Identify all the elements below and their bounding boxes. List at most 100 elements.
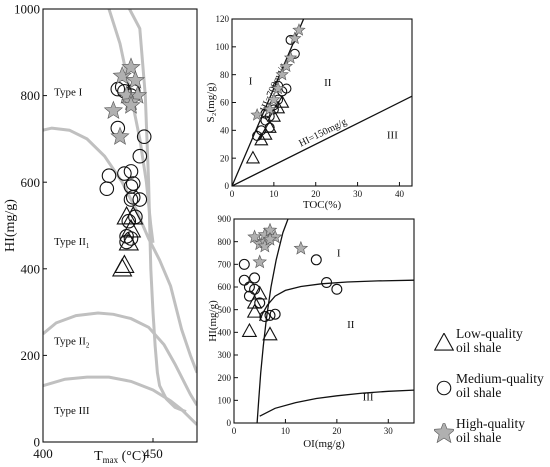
x-tick-label: 10	[269, 189, 279, 199]
low-quality-marker	[246, 303, 263, 318]
x-axis-label: Tmax (°C)	[94, 449, 146, 465]
high-quality-marker	[257, 238, 273, 253]
y-tick-label: 60	[220, 98, 230, 108]
type-boundary-curve	[259, 279, 414, 322]
low-quality-marker	[251, 285, 268, 300]
high-quality-marker	[271, 81, 285, 95]
y-tick-label: 40	[220, 125, 230, 135]
x-axis-label: TOC(%)	[303, 199, 342, 211]
y-tick-label: 800	[21, 88, 41, 103]
medium-quality-marker	[123, 164, 139, 179]
y-tick-label: 700	[218, 259, 232, 269]
x-axis-label-unit: (°C)	[118, 449, 146, 464]
x-axis-label-sub: max	[103, 455, 119, 465]
region-label: I	[249, 75, 253, 87]
medium-quality-marker	[310, 254, 322, 266]
region-label: II	[347, 319, 355, 331]
boundary-lines	[43, 9, 197, 426]
y-tick-label: 300	[218, 350, 232, 360]
legend-line1: High-quality	[456, 416, 525, 431]
high-quality-marker	[288, 31, 302, 45]
type-boundary-curve	[43, 311, 197, 406]
legend-symbol-low	[434, 333, 454, 351]
x-axis-label: OI(mg/g)	[303, 438, 345, 450]
x-tick-label: 30	[384, 426, 394, 436]
y-tick-label: 120	[216, 14, 230, 24]
y-tick-label: 800	[218, 237, 232, 247]
legend-line2: oil shale	[456, 340, 502, 355]
high-quality-marker	[262, 231, 278, 246]
low-quality-marker	[434, 333, 454, 351]
high-quality-marker	[247, 229, 262, 244]
medium-quality-marker	[238, 258, 250, 270]
plot-frame	[233, 218, 415, 424]
y-tick-label: 400	[21, 261, 41, 276]
x-tick-label: 0	[230, 189, 235, 199]
type-boundary-curve	[43, 126, 197, 374]
medium-quality-marker	[436, 380, 452, 396]
medium-quality-marker	[259, 310, 271, 322]
legend-line1: Medium-quality	[456, 371, 544, 386]
x-tick-label: 40	[395, 189, 405, 199]
region-label: Type III	[54, 405, 90, 417]
medium-quality-marker	[132, 192, 148, 207]
medium-quality-marker	[123, 231, 139, 246]
low-quality-marker	[275, 94, 290, 108]
high-quality-marker	[279, 59, 294, 72]
low-quality-marker	[111, 257, 133, 277]
type-boundary-curve	[259, 389, 414, 417]
y-tick-label: 80	[220, 70, 230, 80]
legend-line2: oil shale	[456, 385, 502, 400]
y-tick-label: 200	[218, 373, 232, 383]
high-quality-marker	[267, 92, 281, 106]
y-tick-label: 400	[218, 327, 232, 337]
medium-quality-marker	[243, 281, 255, 293]
medium-quality-marker	[243, 290, 255, 302]
high-quality-marker	[103, 100, 124, 119]
x-tick-label: 30	[353, 189, 363, 199]
x-axis-label-main: T	[94, 449, 103, 464]
y-tick-label: 1000	[14, 2, 40, 17]
high-quality-marker	[275, 67, 289, 81]
y-axis-label: HI(mg/g)	[3, 199, 18, 252]
medium-quality-marker	[264, 309, 276, 321]
high-quality-marker	[121, 57, 141, 76]
high-quality-marker	[110, 126, 130, 145]
region-label: I	[337, 247, 341, 259]
low-quality-marker	[246, 294, 263, 309]
medium-quality-marker	[238, 274, 250, 286]
medium-quality-marker	[269, 308, 281, 320]
medium-quality-marker	[249, 272, 261, 284]
y-tick-label: 200	[21, 348, 41, 363]
y-tick-label: 100	[216, 42, 230, 52]
y-axis-label: HI(mg/g)	[207, 300, 219, 342]
region-label: Type II1	[54, 236, 90, 250]
low-quality-marker	[262, 326, 278, 341]
medium-quality-marker	[264, 122, 275, 133]
medium-quality-marker	[331, 283, 343, 295]
medium-quality-marker	[128, 209, 143, 225]
low-quality-marker	[241, 322, 258, 337]
hi-reference-lines	[232, 19, 412, 186]
hi-reference-line	[232, 95, 412, 186]
medium-quality-marker	[119, 234, 134, 250]
low-quality-marker	[114, 254, 135, 273]
medium-quality-marker	[136, 129, 152, 145]
legend-line2: oil shale	[456, 430, 502, 445]
y-tick-label: 0	[225, 181, 230, 191]
low-quality-marker	[258, 126, 273, 140]
y-tick-label: 0	[227, 418, 232, 428]
x-tick-label: 0	[232, 426, 237, 436]
legend-symbol-high	[434, 423, 454, 443]
high-quality-marker	[283, 50, 298, 64]
low-quality-marker	[266, 108, 281, 122]
region-label: III	[363, 391, 374, 403]
y-tick-label: 900	[218, 214, 232, 224]
line-label: HI=150mg/g	[297, 116, 348, 149]
